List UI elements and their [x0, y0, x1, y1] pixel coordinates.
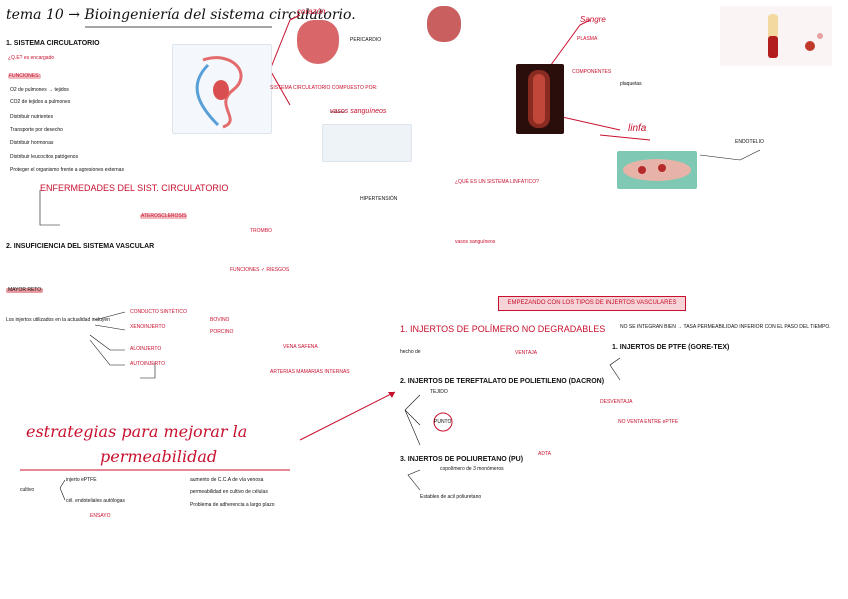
injerto-type-1-note: NO SE INTEGRAN BIEN → TASA PERMEABILIDAD… [620, 325, 830, 330]
arterias-mamarias: ARTERIAS MAMARIAS INTERNAS [270, 370, 350, 375]
ensayo-label: ENSAYO [90, 514, 110, 519]
funciones-riesgos: FUNCIONES ✓ RIESGOS [230, 268, 289, 273]
blood-components-image [720, 6, 832, 66]
enfermedades-heading: ENFERMEDADES DEL SIST. CIRCULATORIO [40, 184, 228, 193]
circulation-diagram-image [172, 44, 272, 134]
functions-label: FUNCIONES: [8, 74, 41, 79]
function-item: Proteger el organismo frente a agresione… [10, 168, 124, 173]
hecho-de: hecho de [400, 350, 421, 355]
autoinjerto: AUTOINJERTO [130, 362, 165, 367]
estrategia-punto-3: Problema de adherencia a largo plazo [190, 503, 275, 508]
vessel-layers-image [516, 64, 564, 134]
no-venta-label: NO VENTA ENTRE ePTFE [618, 420, 678, 425]
conducto-sintetico: CONDUCTO SINTÉTICO [130, 310, 187, 315]
aterosclerosis-label: ATEROSCLEROSIS [140, 214, 187, 219]
estrategias-title-line2: permeabilidad [100, 449, 217, 465]
punto-label: PUNTO [434, 420, 451, 425]
vessels-image [322, 124, 412, 162]
porcino: PORCINO [210, 330, 233, 335]
heart-image [297, 20, 339, 64]
tejido-label: TEJIDO [430, 390, 448, 395]
injertos-intro: Los injertos utilizados en la actualidad… [6, 318, 110, 323]
section-heading: 1. SISTEMA CIRCULATORIO [6, 40, 100, 47]
bovino: BOVINO [210, 318, 229, 323]
celulas-endoteliales: cél. endoteliales autólogas [66, 499, 125, 504]
xenoinjerto: XENOINJERTO [130, 325, 165, 330]
estrategia-punto-1: aumento de C.C.A de vía venosa [190, 478, 263, 483]
heart-cross-section-image [427, 6, 461, 42]
function-item: Distribuir nutrientes [10, 115, 53, 120]
linfa-heading: linfa [628, 124, 646, 134]
function-item: Distribuir leucocitos patógenos [10, 155, 78, 160]
injerto-eptfe: injerto ePTFE [66, 478, 97, 483]
vasos-sanguineos-label: vasos sanguíneos [455, 240, 495, 245]
estables-label: Estables de acil poliuretano [420, 495, 481, 500]
injertos-banner: EMPEZANDO CON LOS TIPOS DE INJERTOS VASC… [498, 296, 686, 311]
function-item: CO2 de tejidos a pulmones [10, 100, 70, 105]
cultivo-label: cultivo [20, 488, 34, 493]
endotelio-label: ENDOTELIO [735, 140, 764, 145]
corazon-heading: corazón [297, 8, 325, 16]
insuficiencia-heading: 2. INSUFICIENCIA DEL SISTEMA VASCULAR [6, 243, 154, 250]
ventaja-label: VENTAJA [515, 351, 537, 356]
trombo-label: TROMBO [250, 229, 272, 234]
poliuretano-heading: 3. INJERTOS DE POLIURETANO (PU) [400, 456, 523, 463]
plaquetas-label: plaquetas [620, 82, 642, 87]
lymph-capillary-image [617, 151, 697, 189]
function-item: Transporte por desecho [10, 128, 63, 133]
definition-text: ¿Q.E? es encargado [8, 56, 54, 61]
mayor-reto-badge: MAYOR RETO [6, 288, 43, 293]
plasma-label: PLASMA [577, 37, 597, 42]
pericardio-label: PERICARDIO [350, 38, 381, 43]
function-item: O2 de pulmones → tejidos [10, 88, 69, 93]
dacron-heading: 2. INJERTOS DE TEREFTALATO DE POLIETILEN… [400, 378, 604, 385]
copolimero-label: copolímero de 3 monómeros [440, 467, 504, 472]
hipertension-label: HIPERTENSIÓN [360, 197, 397, 202]
vasos-sanguineos-heading: vasos sanguíneos [330, 108, 386, 115]
sistema-linfatico-question: ¿QUÉ ES UN SISTEMA LINFÁTICO? [455, 180, 539, 185]
ptfe-heading: 1. INJERTOS DE PTFE (GORE-TEX) [612, 344, 729, 351]
sangre-heading: Sangre [580, 16, 606, 24]
adta-label: ADTA [538, 452, 551, 457]
sistema-compuesto: SISTEMA CIRCULATORIO COMPUESTO POR: [270, 86, 378, 91]
componentes-label: COMPONENTES [572, 70, 611, 75]
aloinjerto: ALOINJERTO [130, 347, 161, 352]
vena-safena: VENA SAFENA [283, 345, 318, 350]
injerto-type-1-heading: 1. INJERTOS DE POLÍMERO NO DEGRADABLES [400, 325, 605, 334]
estrategia-punto-2: permeabilidad en cultivo de células [190, 490, 268, 495]
estrategias-title-line1: estrategias para mejorar la [26, 424, 247, 440]
function-item: Distribuir hormonas [10, 141, 53, 146]
desventaja-label: DESVENTAJA [600, 400, 632, 405]
